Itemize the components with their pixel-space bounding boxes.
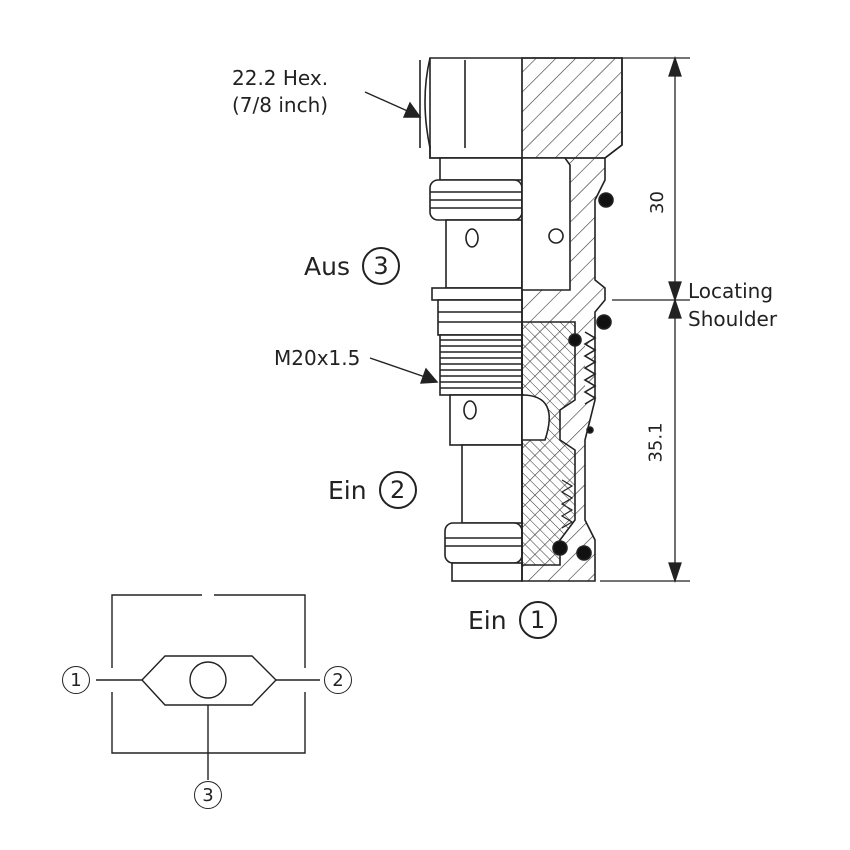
port-1-text: Ein: [468, 605, 507, 635]
port-2-label: Ein 2: [328, 471, 417, 509]
hex-size-label: 22.2 Hex.: [232, 66, 329, 90]
thread-label: M20x1.5: [274, 346, 361, 370]
port-2-text: Ein: [328, 475, 367, 505]
valve-schematic: [96, 594, 320, 780]
port-1-number: 1: [518, 601, 557, 639]
port-3-label: Aus 3: [304, 247, 400, 285]
valve-section: [521, 57, 623, 582]
schematic-port-3: 3: [194, 781, 222, 809]
port-1-label: Ein 1: [468, 601, 557, 639]
port-2-number: 2: [378, 471, 417, 509]
port-3-text: Aus: [304, 251, 350, 281]
port-3-number: 3: [361, 247, 400, 285]
dimension-upper: 30: [646, 191, 668, 214]
schematic-port-1: 1: [62, 666, 90, 694]
dimension-lines: [600, 55, 690, 584]
locating-shoulder-label-line2: Shoulder: [688, 307, 778, 331]
valve-outline: [419, 57, 623, 582]
schematic-port-2: 2: [324, 666, 352, 694]
hex-size-inch-label: (7/8 inch): [232, 93, 329, 117]
dimension-lower: 35.1: [645, 422, 667, 463]
locating-shoulder-label-line1: Locating: [688, 279, 774, 303]
leader-lines: [364, 91, 439, 384]
